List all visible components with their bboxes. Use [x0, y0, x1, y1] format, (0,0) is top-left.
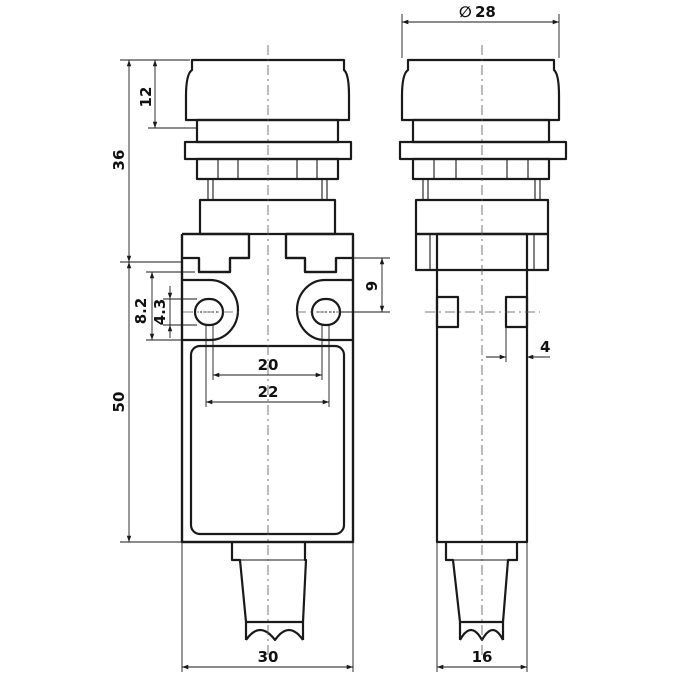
side-lock-nut [411, 157, 551, 181]
front-view [180, 45, 356, 655]
side-cable-gland [444, 542, 519, 624]
dim-slot-width: 4.3 [151, 299, 169, 326]
side-cable [458, 622, 505, 642]
side-collar [411, 118, 551, 144]
dim-hole-spacing-inner: 20 [258, 356, 279, 374]
front-actuator-head [198, 198, 337, 236]
dim-diameter: 28 [475, 3, 496, 21]
front-right-mount-lug [295, 278, 353, 342]
dimensions: ∅ 28 12 36 50 8.2 4.3 9 [110, 3, 560, 672]
dim-upper-height: 36 [110, 150, 128, 171]
dim-hole-spacing-outer: 22 [258, 383, 279, 401]
dim-slot-pitch: 8.2 [132, 298, 150, 325]
side-button-cap [400, 58, 561, 122]
side-left-tab [435, 295, 460, 329]
front-button-cap [184, 58, 351, 122]
front-lock-nut [195, 157, 340, 181]
side-view [398, 45, 568, 655]
dim-cap-height: 12 [137, 87, 155, 108]
front-collar [195, 118, 340, 144]
front-cable-gland [230, 542, 308, 624]
dim-body-width: 30 [258, 648, 279, 666]
dim-diameter-symbol: ∅ [459, 3, 472, 21]
dim-body-height: 50 [110, 392, 128, 413]
dim-body-depth: 16 [472, 648, 493, 666]
front-cable [244, 622, 305, 642]
side-nut [398, 140, 568, 161]
dim-mount-offset: 9 [363, 281, 381, 291]
dim-side-offset: 4 [540, 338, 550, 356]
front-left-mount-lug [182, 278, 240, 342]
front-cover [189, 344, 346, 536]
